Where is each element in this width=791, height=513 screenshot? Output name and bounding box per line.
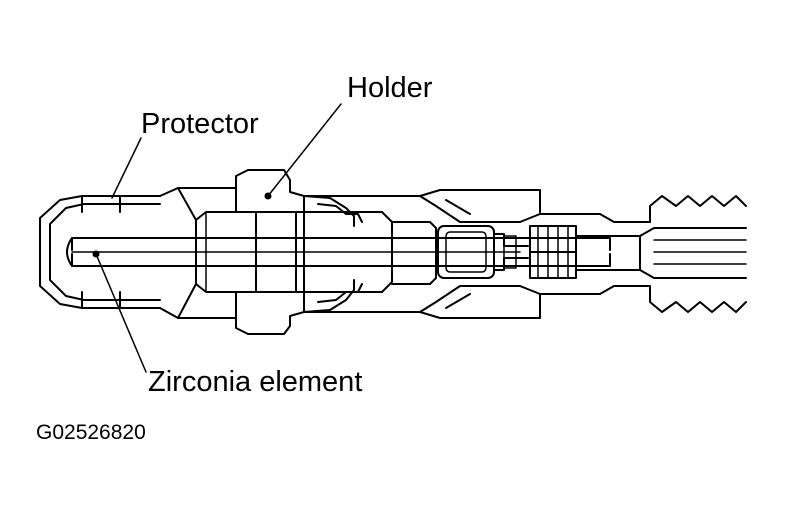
zirconia-element-label: Zirconia element [148,366,363,398]
gasket-crimp [303,195,363,313]
holder-leader-dot [264,192,272,200]
holder-label: Holder [347,72,433,104]
protector-shell [39,195,161,309]
holder-leader [267,103,342,197]
holder-body [159,169,393,335]
figure-code: G02526820 [36,421,146,444]
cable-boot [539,195,747,313]
leader-lines [95,103,342,373]
protector-label: Protector [141,108,259,140]
zirconia-leader [95,253,147,373]
protector-leader [111,137,142,199]
terminal-connector [437,225,577,279]
leader-dots [92,192,272,258]
zirconia-element-rod [66,237,611,267]
zirconia-leader-dot [92,250,100,258]
